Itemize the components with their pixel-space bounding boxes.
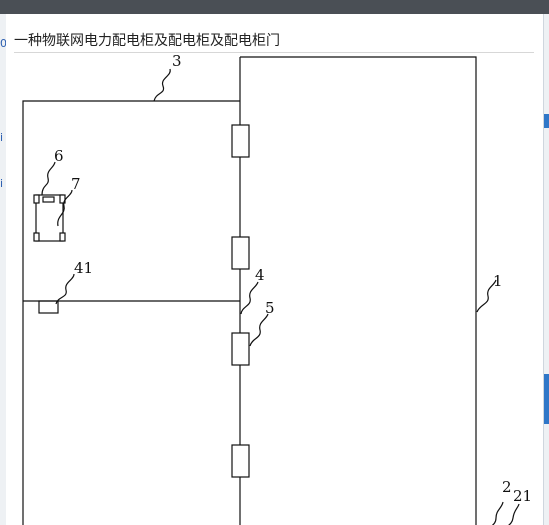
leader-line-3 bbox=[153, 68, 171, 102]
leader-line-4 bbox=[240, 281, 259, 315]
patent-preview-dialog: 一种物联网电力配电柜及配电柜及配电柜门 bbox=[6, 14, 537, 525]
hinge bbox=[231, 444, 250, 478]
hinge bbox=[231, 124, 250, 158]
hinge bbox=[231, 236, 250, 270]
dialog-title: 一种物联网电力配电柜及配电柜及配电柜门 bbox=[14, 33, 280, 49]
device-tab bbox=[33, 232, 40, 242]
label-7: 7 bbox=[71, 175, 81, 193]
device-box bbox=[35, 194, 64, 242]
label-6: 6 bbox=[54, 147, 64, 165]
background-page-right-edge bbox=[543, 14, 549, 525]
background-accent bbox=[544, 114, 549, 128]
label-5: 5 bbox=[265, 299, 275, 317]
device-slot bbox=[42, 196, 55, 203]
leader-line-21 bbox=[508, 503, 520, 525]
background-accent bbox=[544, 374, 549, 424]
background-fragment: i bbox=[0, 178, 4, 190]
label-21: 21 bbox=[513, 487, 532, 505]
cabinet-door-outline bbox=[22, 100, 240, 525]
leader-line-2 bbox=[491, 501, 504, 525]
label-2: 2 bbox=[502, 478, 512, 496]
device-tab bbox=[33, 194, 40, 204]
background-fragment: i bbox=[0, 132, 4, 144]
title-divider bbox=[14, 52, 534, 53]
label-41: 41 bbox=[74, 259, 93, 277]
background-fragment: 0 bbox=[0, 38, 6, 50]
leader-line-41 bbox=[55, 273, 75, 305]
device-tab bbox=[59, 232, 66, 242]
leader-line-7 bbox=[57, 189, 73, 227]
leader-line-5 bbox=[249, 313, 269, 347]
leader-line-1 bbox=[476, 279, 497, 313]
label-3: 3 bbox=[172, 52, 182, 70]
leader-line-6 bbox=[41, 161, 56, 196]
hinge bbox=[231, 332, 250, 366]
small-part bbox=[38, 300, 59, 314]
label-4: 4 bbox=[255, 266, 265, 284]
label-1: 1 bbox=[493, 272, 503, 290]
cabinet-body-outline bbox=[239, 56, 477, 525]
window-top-strip bbox=[0, 0, 549, 14]
cabinet-drawing: 3 6 7 41 4 5 1 2 21 bbox=[22, 52, 532, 525]
device-tab bbox=[59, 194, 66, 204]
